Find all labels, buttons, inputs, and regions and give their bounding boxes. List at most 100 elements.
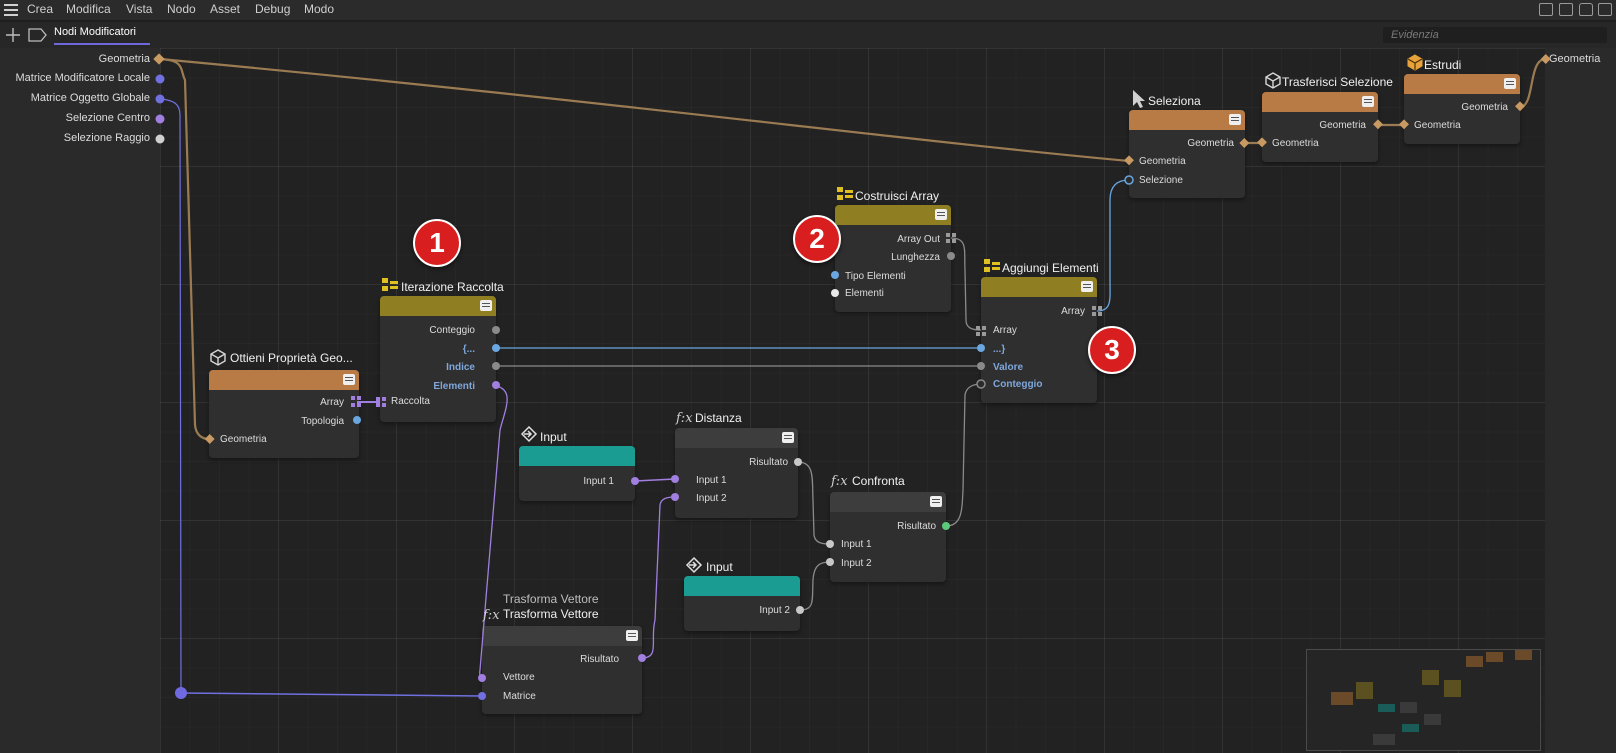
port-risultato: Risultato bbox=[749, 457, 788, 468]
function-fx-icon: f:x bbox=[482, 608, 500, 623]
right-port-dot[interactable] bbox=[1540, 54, 1551, 64]
node-input-2[interactable] bbox=[684, 576, 800, 631]
port-geometria-in: Geometria bbox=[1139, 156, 1186, 167]
node-trasforma-vettore[interactable] bbox=[482, 626, 642, 714]
wire-input1-distanza bbox=[634, 478, 676, 482]
node-title: Estrudi bbox=[1424, 58, 1462, 72]
node-header[interactable] bbox=[981, 277, 1097, 297]
minimap-node bbox=[1356, 682, 1373, 699]
node-menu-icon[interactable] bbox=[1504, 78, 1516, 89]
minimap-node bbox=[1378, 704, 1395, 712]
node-title: Costruisci Array bbox=[855, 189, 940, 203]
wire-array-out-aggiungi bbox=[950, 237, 982, 331]
menu-crea[interactable]: Crea bbox=[27, 2, 54, 16]
node-header[interactable] bbox=[209, 370, 359, 390]
port-array-out: Array Out bbox=[897, 234, 940, 245]
node-header[interactable] bbox=[380, 296, 496, 316]
right-panel-toggle-icon[interactable] bbox=[1559, 3, 1573, 16]
callout-badge-2: 2 bbox=[793, 215, 841, 263]
node-confronta[interactable] bbox=[830, 492, 946, 582]
node-port-dots[interactable] bbox=[204, 101, 1525, 700]
node-header[interactable] bbox=[830, 492, 946, 512]
left-port-matrice-oggetto-globale: Matrice Oggetto Globale bbox=[30, 92, 150, 104]
port-geometria-out: Geometria bbox=[1187, 138, 1234, 149]
menu-nodo[interactable]: Nodo bbox=[167, 2, 196, 16]
node-aggiungi-elementi[interactable] bbox=[981, 277, 1097, 403]
port-geometria-out: Geometria bbox=[1461, 102, 1508, 113]
port-topologia: Topologia bbox=[301, 416, 344, 427]
wire-geometria-ottieni bbox=[159, 57, 210, 441]
node-menu-icon[interactable] bbox=[480, 300, 492, 311]
array-tree-icon bbox=[984, 259, 1000, 272]
left-port-matrice-modificatore-locale: Matrice Modificatore Locale bbox=[15, 72, 150, 84]
tab-active-indicator bbox=[54, 43, 150, 45]
port-raccolta: Raccolta bbox=[391, 396, 430, 407]
wire-confronta-conteggio bbox=[945, 383, 982, 527]
minimap-node bbox=[1402, 724, 1419, 732]
node-costruisci-array[interactable] bbox=[835, 205, 951, 312]
input-arrow-icon bbox=[685, 556, 703, 574]
node-menu-icon[interactable] bbox=[782, 432, 794, 443]
port-valore: Valore bbox=[993, 362, 1024, 373]
function-fx-icon: f:x bbox=[830, 474, 848, 489]
input-arrow-icon bbox=[520, 425, 538, 443]
node-ottieni-proprieta-geometria[interactable] bbox=[209, 370, 359, 458]
minimap[interactable] bbox=[1306, 649, 1541, 751]
tab-nodi-modificatori[interactable]: Nodi Modificatori bbox=[54, 26, 136, 38]
node-header[interactable] bbox=[835, 205, 951, 225]
node-menu-icon[interactable] bbox=[1362, 96, 1374, 107]
expand-icon[interactable] bbox=[1598, 3, 1612, 16]
port-geometria-in: Geometria bbox=[1414, 120, 1461, 131]
node-input-1[interactable] bbox=[519, 446, 635, 501]
minimap-node bbox=[1486, 652, 1503, 662]
add-icon[interactable] bbox=[5, 27, 21, 43]
node-distanza[interactable] bbox=[675, 428, 798, 518]
menu-debug[interactable]: Debug bbox=[255, 2, 291, 16]
search-input[interactable]: Evidenzia bbox=[1383, 27, 1607, 43]
geometry-cube-icon bbox=[1407, 54, 1423, 71]
lock-icon[interactable] bbox=[1579, 3, 1593, 16]
minimap-node bbox=[1466, 656, 1483, 667]
port-bracket-close: ...} bbox=[993, 344, 1006, 355]
node-seleziona[interactable] bbox=[1129, 110, 1245, 198]
wire-elementi-vettore bbox=[479, 385, 508, 679]
left-port-selezione-centro: Selezione Centro bbox=[65, 112, 150, 124]
wire-input2-confronta bbox=[799, 561, 831, 611]
node-header[interactable] bbox=[519, 446, 635, 466]
node-menu-icon[interactable] bbox=[1081, 281, 1093, 292]
node-title: Aggiungi Elementi bbox=[1002, 261, 1099, 275]
node-estrudi[interactable] bbox=[1404, 74, 1520, 144]
menu-asset[interactable]: Asset bbox=[210, 2, 241, 16]
hamburger-menu-icon[interactable] bbox=[4, 4, 18, 16]
node-header[interactable] bbox=[675, 428, 798, 448]
node-header[interactable] bbox=[1129, 110, 1245, 130]
left-panel-toggle-icon[interactable] bbox=[1539, 3, 1553, 16]
menu-bar: Crea Modifica Vista Nodo Asset Debug Mod… bbox=[0, 0, 1616, 20]
node-title: Confronta bbox=[852, 474, 905, 488]
port-input-2: Input 2 bbox=[841, 558, 872, 569]
tag-icon[interactable] bbox=[28, 28, 48, 42]
node-menu-icon[interactable] bbox=[935, 209, 947, 220]
minimap-node bbox=[1444, 680, 1461, 697]
array-tree-icon bbox=[837, 187, 853, 200]
port-geometria-in: Geometria bbox=[1272, 138, 1319, 149]
node-header[interactable] bbox=[1404, 74, 1520, 94]
node-header[interactable] bbox=[482, 626, 642, 646]
node-menu-icon[interactable] bbox=[626, 630, 638, 641]
node-trasferisci-selezione[interactable] bbox=[1262, 92, 1378, 162]
menu-modo[interactable]: Modo bbox=[304, 2, 335, 16]
port-input-1: Input 1 bbox=[583, 476, 614, 487]
wire-matrice-trasforma bbox=[180, 692, 483, 697]
left-port-dots[interactable] bbox=[153, 53, 187, 699]
menu-vista[interactable]: Vista bbox=[126, 2, 153, 16]
node-menu-icon[interactable] bbox=[343, 374, 355, 385]
node-header[interactable] bbox=[684, 576, 800, 596]
menu-modifica[interactable]: Modifica bbox=[66, 2, 111, 16]
port-lunghezza: Lunghezza bbox=[891, 252, 940, 263]
node-header[interactable] bbox=[1262, 92, 1378, 112]
node-menu-icon[interactable] bbox=[930, 496, 942, 507]
node-menu-icon[interactable] bbox=[1229, 114, 1241, 125]
wire-matrice-globale bbox=[159, 98, 182, 694]
node-iterazione-raccolta[interactable] bbox=[380, 296, 496, 422]
left-port-geometria: Geometria bbox=[98, 53, 150, 65]
